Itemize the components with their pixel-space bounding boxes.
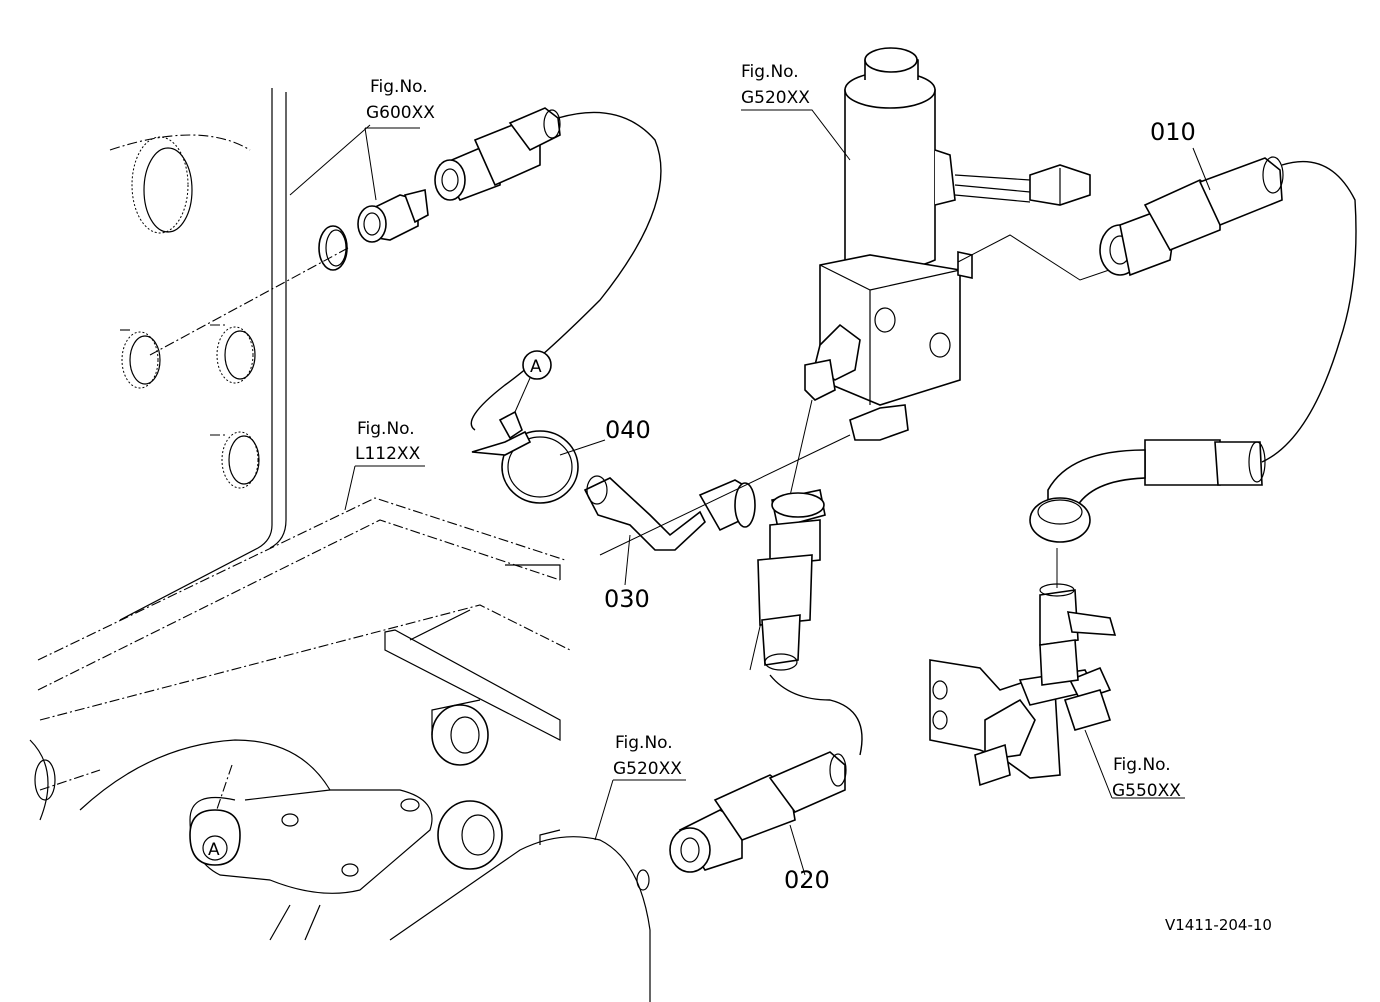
svg-text:A: A [208,840,220,860]
part-number-040: 040 [605,416,651,444]
part-number-020: 020 [784,866,830,894]
hose-middle [757,489,826,671]
elbow-hose-030 [583,475,756,551]
frame-rails [37,497,571,791]
view-marker-a-bottom: A [189,809,241,866]
callout-g520-top-line1: Fig.No. [741,62,799,82]
callout-g520-bottom-line1: Fig.No. [615,733,673,753]
housing-frame [109,88,287,621]
callout-l112-line1: Fig.No. [357,419,415,439]
callout-g550-line1: Fig.No. [1113,755,1171,775]
o-ring [318,225,348,271]
lower-component [389,829,651,1002]
callout-g550-line2: G550XX [1112,781,1181,801]
drawing-code: V1411-204-10 [1165,916,1272,934]
part-number-010: 010 [1150,118,1196,146]
callout-g520-bottom-line2: G520XX [613,759,682,779]
hose-010 [1099,156,1284,277]
adapter-fitting [357,189,429,243]
tee-bracket [929,583,1117,787]
hose-clamp-040 [471,410,579,504]
callout-g520-top-line2: G520XX [741,88,810,108]
hose-upper-left [434,107,561,201]
hose-020 [669,751,847,873]
callout-l112-line2: L112XX [355,444,421,464]
solenoid-valve [804,47,1091,441]
lower-bracket [29,739,503,941]
hose-right-elbow [1029,439,1266,543]
callout-g600-line1: Fig.No. [370,77,428,97]
part-number-030: 030 [604,585,650,613]
view-marker-a-top: A [514,350,552,413]
svg-text:A: A [530,357,542,377]
callout-g600-line2: G600XX [366,103,435,123]
